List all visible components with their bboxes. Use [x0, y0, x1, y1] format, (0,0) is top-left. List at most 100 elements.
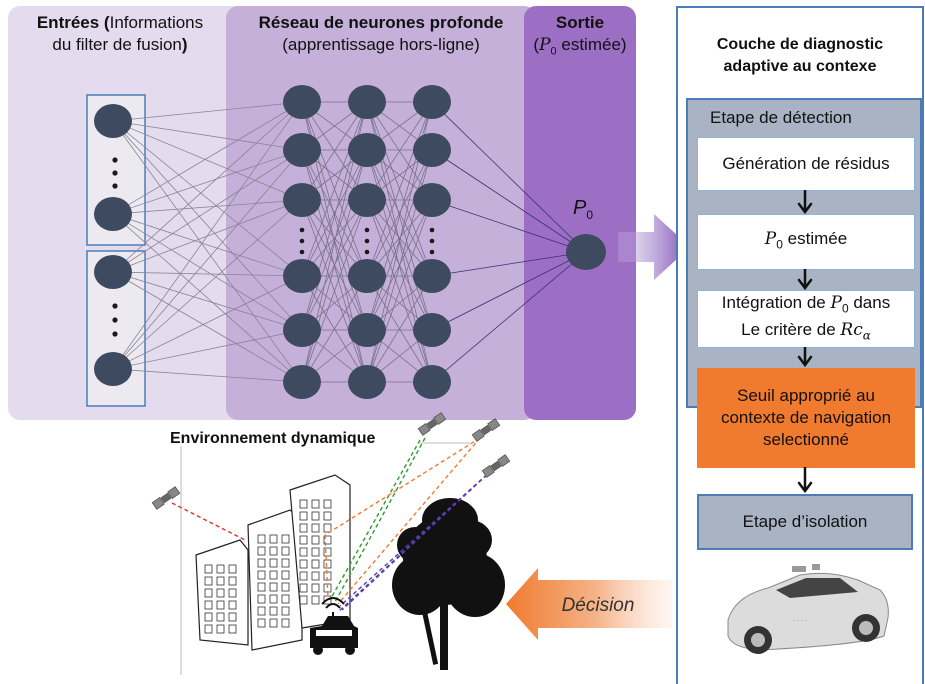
dnn-panel-title: Réseau de neurones profonde (apprentissa… [258, 13, 504, 54]
building-window [257, 546, 266, 556]
building-window [216, 564, 225, 574]
hidden-node [348, 133, 386, 167]
building-window [257, 606, 266, 616]
building-window [281, 618, 290, 628]
building-window [269, 606, 278, 616]
building-window [299, 595, 308, 605]
building-window [299, 511, 308, 521]
building-window [323, 535, 332, 545]
building-window [311, 595, 320, 605]
building-window [323, 511, 332, 521]
building-window [311, 547, 320, 557]
building-window [228, 600, 237, 610]
building-window [311, 511, 320, 521]
building-window [281, 546, 290, 556]
output-node [566, 234, 606, 270]
building-window [269, 534, 278, 544]
hidden-node [348, 259, 386, 293]
hidden-node [283, 259, 321, 293]
inputs-panel-title: Entrées (Informations du filter de fusio… [36, 13, 204, 54]
building-window [281, 558, 290, 568]
building-window [257, 558, 266, 568]
building-window [281, 594, 290, 604]
decision-label: Décision [562, 595, 635, 616]
building-window [323, 595, 332, 605]
satellite-icon [151, 486, 181, 510]
isolation-stage: Etape d’isolation [697, 494, 913, 550]
output-panel [524, 6, 636, 420]
hidden-node [283, 313, 321, 347]
building-window [204, 576, 213, 586]
building-window [269, 546, 278, 556]
building-window [269, 594, 278, 604]
hidden-node [413, 365, 451, 399]
vehicle-icon: · · · · [727, 564, 889, 654]
building-window [228, 564, 237, 574]
building-window [311, 535, 320, 545]
hidden-node [413, 133, 451, 167]
building-window [216, 588, 225, 598]
building-window [204, 612, 213, 622]
building-window [228, 612, 237, 622]
building-window [281, 570, 290, 580]
building-window [281, 606, 290, 616]
input-node [94, 352, 132, 386]
building-window [299, 523, 308, 533]
building-window [323, 523, 332, 533]
building-window [311, 523, 320, 533]
building-window [311, 571, 320, 581]
building-window [269, 570, 278, 580]
diagnostic-title: Couche de diagnostic adaptive au contexe [716, 36, 884, 75]
building-window [299, 559, 308, 569]
hidden-node [348, 313, 386, 347]
to-diagnostic-arrow [618, 214, 690, 280]
input-node [94, 197, 132, 231]
building-window [228, 588, 237, 598]
building-window [311, 499, 320, 509]
hidden-node [283, 183, 321, 217]
input-node [94, 104, 132, 138]
detection-stage-label: Etape de détection [710, 108, 852, 127]
building-window [204, 600, 213, 610]
building-window [257, 618, 266, 628]
output-node-label: P0 [573, 197, 593, 222]
building-window [257, 570, 266, 580]
signal-rays [171, 437, 493, 613]
building-window [299, 499, 308, 509]
hidden-node [348, 85, 386, 119]
building-window [281, 534, 290, 544]
building-window [299, 547, 308, 557]
step-residual-generation: Génération de résidus [697, 137, 915, 191]
building-window [323, 559, 332, 569]
building-window [299, 583, 308, 593]
building-window [204, 588, 213, 598]
building-window [204, 624, 213, 634]
building-window [228, 624, 237, 634]
satellite-icon [471, 418, 501, 442]
building-window [216, 624, 225, 634]
threshold-box: Seuil approprié au contexte de navigatio… [697, 368, 915, 468]
hidden-node [348, 365, 386, 399]
svg-text:· · · ·: · · · · [794, 618, 807, 624]
input-node [94, 255, 132, 289]
step-p0-integration: Intégration de P0 dans Le critère de Rcα [697, 290, 915, 348]
building-window [269, 558, 278, 568]
hidden-node [413, 313, 451, 347]
building-window [216, 600, 225, 610]
hidden-node [283, 365, 321, 399]
satellite-icon [481, 454, 511, 478]
ellipsis-dots [112, 157, 435, 337]
hidden-node [413, 85, 451, 119]
building-window [299, 571, 308, 581]
car-icon [310, 597, 358, 655]
building-window [269, 582, 278, 592]
building-window [204, 564, 213, 574]
environment-title: Environnement dynamique [170, 430, 376, 447]
building-window [323, 499, 332, 509]
building-window [257, 582, 266, 592]
building-window [299, 535, 308, 545]
building-window [257, 534, 266, 544]
building-window [323, 547, 332, 557]
